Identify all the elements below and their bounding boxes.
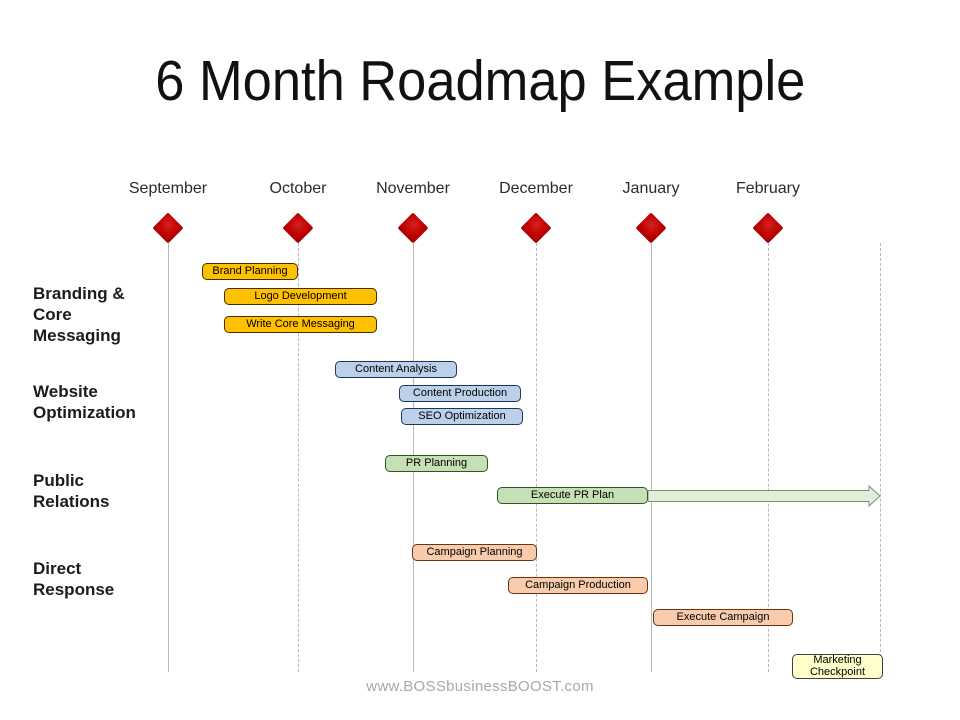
milestone-diamond-icon [282,212,314,244]
month-label: January [622,180,680,197]
task-bar-label: Content Production [412,387,508,399]
row-label-line: Branding & [33,284,125,303]
footer-url: www.BOSSbusinessBOOST.com [366,678,594,695]
task-bar-label: Campaign Production [525,579,631,591]
task-bar-label: PR Planning [405,457,468,469]
month-gridline [651,243,652,672]
task-bar-label: Marketing [813,654,862,666]
task-bar-label: Logo Development [254,290,347,302]
milestone-diamond-icon [397,212,429,244]
month-gridline [168,243,169,672]
end-gridline [880,243,881,672]
milestone-diamond-icon [752,212,784,244]
row-label-line: Optimization [33,403,136,422]
execute-pr-plan-continuation-arrow [648,484,881,508]
milestone-diamond-icon [520,212,552,244]
milestone-diamond-icon [152,212,184,244]
row-label-line: Public [33,471,85,490]
month-gridline [298,243,299,672]
task-bar: Execute Campaign [653,609,793,626]
row-label-line: Direct [33,559,82,578]
task-bar: Campaign Planning [412,544,537,561]
month-gridline [536,243,537,672]
task-bar-label: Write Core Messaging [246,318,355,330]
task-bar-label: Campaign Planning [426,546,523,558]
task-bar: Brand Planning [202,263,298,280]
row-label-line: Relations [33,492,110,511]
task-bar-label: SEO Optimization [418,410,506,422]
month-label: February [735,180,801,197]
month-label: December [499,180,573,197]
task-bar: PR Planning [385,455,488,472]
row-label-line: Core [33,305,72,324]
task-bar: Campaign Production [508,577,648,594]
task-bar-label: Execute Campaign [676,611,770,623]
page-title: 6 Month Roadmap Example [154,49,806,113]
task-bar: Content Analysis [335,361,457,378]
task-bar: Execute PR Plan [497,487,648,504]
month-label: October [269,180,327,197]
row-label-line: Website [33,382,98,401]
task-bar-label: Brand Planning [212,265,288,277]
task-bar-label: Checkpoint [809,665,866,678]
row-label-line: Messaging [33,326,121,345]
month-label: November [376,180,450,197]
task-bar: SEO Optimization [401,408,523,425]
row-label-line: Response [33,580,115,599]
task-bar: Content Production [399,385,521,402]
task-bar-label: Content Analysis [355,363,437,375]
month-label: September [128,180,208,197]
task-bar-label: Execute PR Plan [530,489,615,501]
task-bar: Logo Development [224,288,377,305]
month-gridline [768,243,769,672]
task-bar: Write Core Messaging [224,316,377,333]
milestone-diamond-icon [635,212,667,244]
